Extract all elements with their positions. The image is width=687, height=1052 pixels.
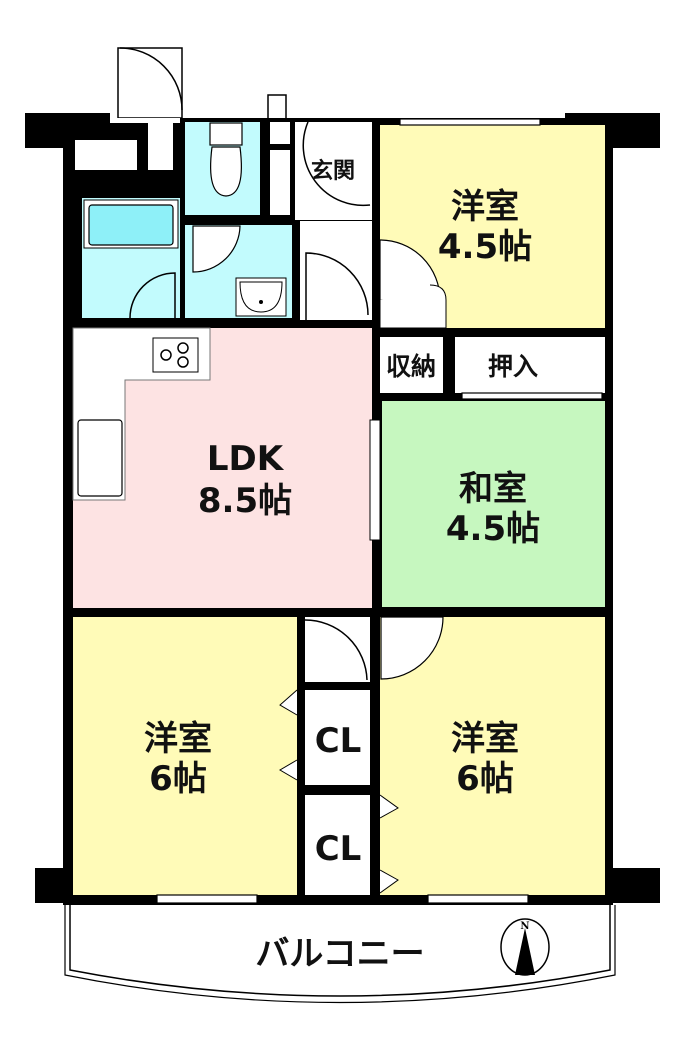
closet-2-label: CL	[315, 829, 362, 869]
closet-1-label: CL	[315, 721, 362, 761]
compass-label: N	[520, 921, 529, 932]
hallway	[300, 221, 372, 320]
entrance	[295, 122, 372, 220]
western-ne-size: 4.5帖	[438, 227, 532, 267]
storage-label: 収納	[386, 352, 436, 381]
western-ne-label: 洋室	[451, 187, 519, 227]
oshiire-label: 押入	[488, 352, 538, 381]
western-sw-size: 6帖	[149, 759, 207, 799]
closet-2	[305, 795, 370, 895]
stove-icon	[152, 337, 199, 373]
entry-door-swing	[117, 47, 287, 121]
storage	[380, 337, 443, 393]
window	[156, 894, 258, 904]
pipe-space	[148, 122, 173, 170]
toilet-icon	[209, 122, 243, 197]
room-japanese	[382, 401, 605, 607]
western-sw-label: 洋室	[144, 719, 212, 759]
oshiire	[455, 337, 605, 393]
sink-icon	[235, 277, 287, 317]
sliding-door	[461, 392, 603, 400]
kitchen-sink-icon	[77, 419, 123, 497]
ldk-label: LDK	[207, 439, 285, 479]
entrance-label: 玄関	[311, 158, 355, 184]
western-se-label: 洋室	[451, 719, 519, 759]
window	[110, 118, 180, 123]
japanese-size: 4.5帖	[446, 509, 540, 549]
room-western-sw	[73, 617, 297, 895]
window	[399, 118, 541, 126]
pipe-space	[75, 140, 137, 170]
ldk-size: 8.5帖	[198, 481, 292, 521]
sliding-door	[369, 419, 381, 541]
japanese-label: 和室	[459, 469, 527, 509]
balcony-label: バルコニー	[255, 934, 424, 974]
western-se-size: 6帖	[456, 759, 514, 799]
window	[427, 894, 529, 904]
closet-1	[305, 690, 370, 785]
balcony	[64, 905, 616, 1004]
inner-hall	[305, 617, 370, 682]
compass-north-icon: N	[500, 918, 550, 976]
